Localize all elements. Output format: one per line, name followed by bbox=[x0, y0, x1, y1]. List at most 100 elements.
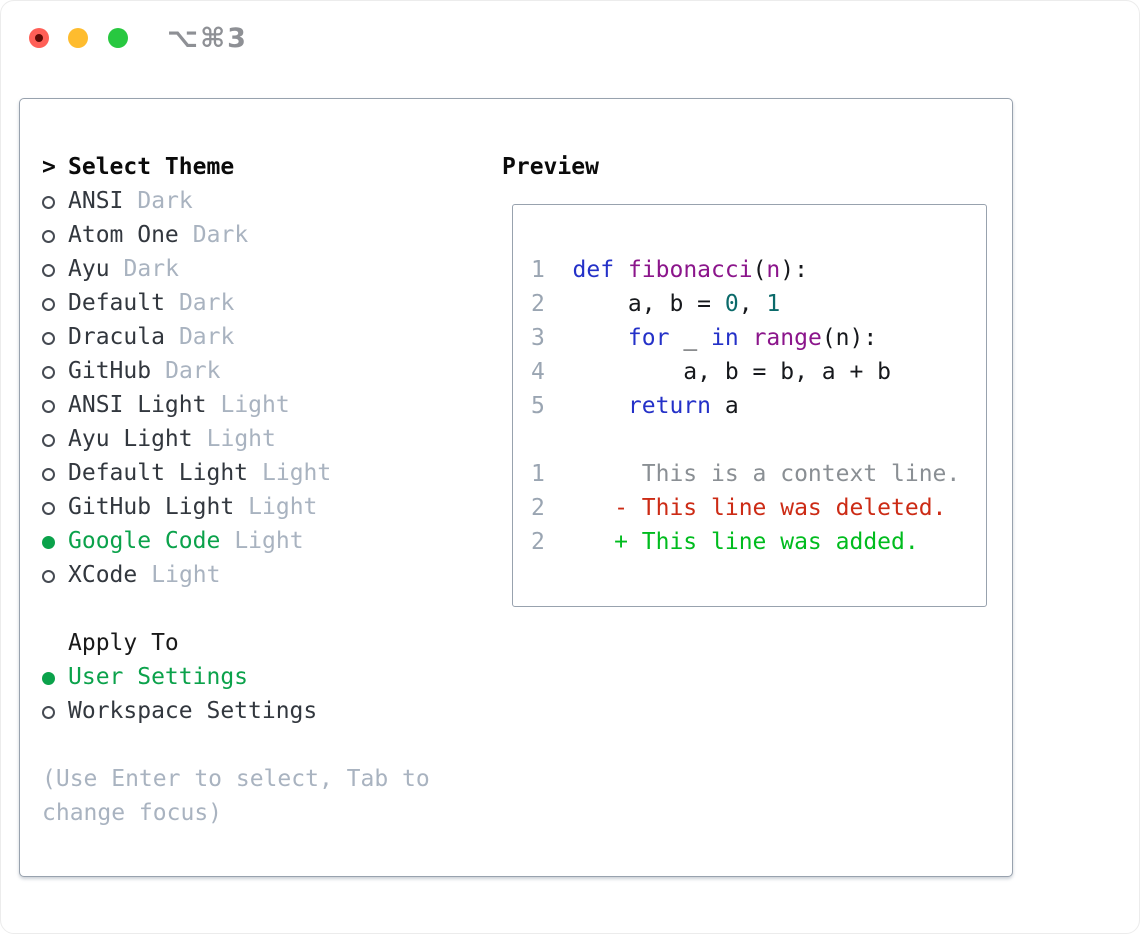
code-token: a, b = bbox=[572, 291, 725, 317]
radio-selected-icon bbox=[42, 535, 55, 549]
apply-option-workspace-settings[interactable]: Workspace Settings bbox=[42, 694, 502, 728]
theme-item-atom-one[interactable]: Atom One Dark bbox=[42, 218, 502, 252]
theme-item-label: ANSI Light bbox=[68, 392, 207, 418]
code-line: 4 a, b = b, a + b bbox=[531, 355, 986, 389]
code-token: a, b = b, a + b bbox=[572, 359, 892, 385]
theme-list-header: > Select Theme bbox=[42, 150, 502, 184]
line-number: 2 bbox=[531, 529, 545, 555]
radio-selected-icon bbox=[42, 671, 55, 685]
theme-item-label: Default bbox=[68, 290, 165, 316]
theme-variant-badge: Dark bbox=[192, 222, 249, 248]
code-token: (n): bbox=[821, 325, 878, 351]
code-token: _ bbox=[669, 325, 712, 351]
line-number: 2 bbox=[531, 291, 545, 317]
radio-unselected-icon bbox=[42, 467, 55, 481]
zoom-button[interactable] bbox=[108, 28, 128, 48]
code-token: n bbox=[766, 257, 781, 283]
line-number: 1 bbox=[531, 257, 545, 283]
selection-caret-icon: > bbox=[42, 154, 56, 180]
radio-unselected-icon bbox=[42, 399, 55, 413]
code-token: 1 bbox=[766, 291, 781, 317]
line-number: 3 bbox=[531, 325, 545, 351]
radio-unselected-icon bbox=[42, 297, 55, 311]
code-token: a bbox=[711, 393, 739, 419]
apply-to-label: Apply To bbox=[68, 630, 179, 656]
theme-item-xcode[interactable]: XCode Light bbox=[42, 558, 502, 592]
theme-item-default[interactable]: Default Dark bbox=[42, 286, 502, 320]
theme-item-label: Atom One bbox=[68, 222, 179, 248]
radio-unselected-icon bbox=[42, 705, 55, 719]
code-token: return bbox=[627, 393, 712, 419]
theme-item-label: Default Light bbox=[68, 460, 249, 486]
theme-item-label: GitHub bbox=[68, 358, 152, 384]
radio-unselected-icon bbox=[42, 365, 55, 379]
theme-variant-badge: Light bbox=[151, 562, 221, 588]
code-token bbox=[573, 325, 628, 351]
theme-item-label: Dracula bbox=[68, 324, 165, 350]
code-token: 0 bbox=[724, 291, 739, 317]
minimize-button[interactable] bbox=[68, 28, 88, 48]
theme-item-default-light[interactable]: Default Light Light bbox=[42, 456, 502, 490]
radio-unselected-icon bbox=[42, 569, 55, 583]
code-token: - This line was deleted. bbox=[572, 495, 947, 521]
radio-unselected-icon bbox=[42, 331, 55, 345]
theme-variant-badge: Light bbox=[262, 460, 332, 486]
diff-line: 2 - This line was deleted. bbox=[531, 491, 986, 525]
theme-variant-badge: Light bbox=[234, 528, 304, 554]
preview-title: Preview bbox=[502, 154, 599, 180]
line-number: 1 bbox=[531, 461, 545, 487]
theme-variant-badge: Light bbox=[206, 426, 276, 452]
theme-variant-badge: Dark bbox=[165, 358, 221, 384]
theme-item-label: XCode bbox=[68, 562, 138, 588]
close-button[interactable] bbox=[29, 28, 49, 48]
apply-option-label: User Settings bbox=[68, 664, 249, 690]
radio-unselected-icon bbox=[42, 501, 55, 515]
code-token bbox=[739, 325, 753, 351]
theme-item-ayu[interactable]: Ayu Dark bbox=[42, 252, 502, 286]
line-number: 4 bbox=[531, 359, 545, 385]
code-line: 3 for _ in range(n): bbox=[531, 321, 986, 355]
apply-option-user-settings[interactable]: User Settings bbox=[42, 660, 502, 694]
apply-option-label: Workspace Settings bbox=[68, 698, 318, 724]
code-line: 2 a, b = 0, 1 bbox=[531, 287, 986, 321]
theme-variant-badge: Dark bbox=[178, 290, 235, 316]
theme-item-github[interactable]: GitHub Dark bbox=[42, 354, 502, 388]
code-token: This is a context line. bbox=[572, 461, 961, 487]
apply-to-header: Apply To bbox=[42, 626, 502, 660]
radio-unselected-icon bbox=[42, 195, 55, 209]
theme-item-label: Ayu bbox=[68, 256, 110, 282]
theme-item-label: Google Code bbox=[68, 528, 221, 554]
code-token: ( bbox=[752, 257, 767, 283]
code-token: range bbox=[752, 325, 822, 351]
radio-unselected-icon bbox=[42, 263, 55, 277]
theme-item-google-code[interactable]: Google Code Light bbox=[42, 524, 502, 558]
code-token: ): bbox=[780, 257, 808, 283]
code-token: fibonacci bbox=[627, 257, 753, 283]
theme-variant-badge: Light bbox=[248, 494, 318, 520]
radio-unselected-icon bbox=[42, 433, 55, 447]
code-token: for bbox=[627, 325, 670, 351]
theme-variant-badge: Dark bbox=[123, 256, 179, 282]
code-token bbox=[573, 393, 628, 419]
window-title: ⌥⌘3 bbox=[167, 23, 248, 54]
theme-variant-badge: Dark bbox=[137, 188, 193, 214]
diff-line: 2 + This line was added. bbox=[531, 525, 986, 559]
titlebar: ⌥⌘3 bbox=[1, 1, 1139, 98]
line-number: 2 bbox=[531, 495, 545, 521]
code-token bbox=[614, 257, 628, 283]
code-token: def bbox=[572, 257, 615, 283]
theme-list-title: Select Theme bbox=[68, 154, 235, 180]
